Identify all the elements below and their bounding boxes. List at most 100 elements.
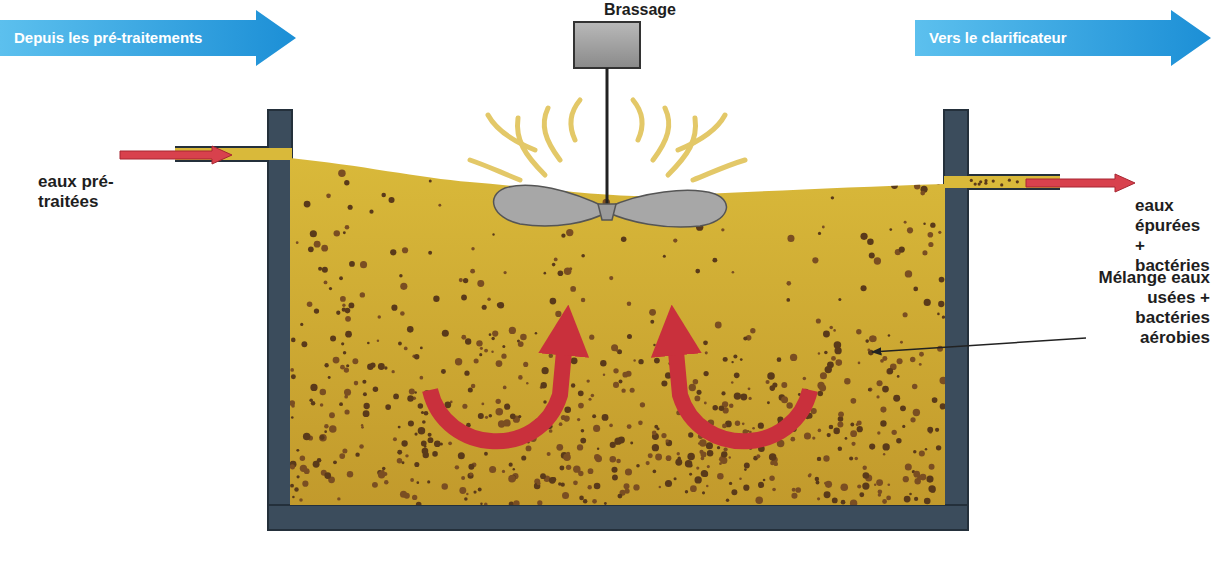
floc-dot	[329, 425, 336, 432]
floc-dot	[850, 430, 857, 437]
floc-dot	[748, 397, 751, 400]
floc-dot	[301, 341, 307, 347]
floc-dot	[330, 336, 336, 342]
floc-dot	[849, 457, 853, 461]
floc-dot	[735, 421, 740, 426]
floc-dot	[412, 495, 417, 500]
floc-dot	[510, 413, 516, 419]
floc-dot	[455, 358, 462, 365]
floc-dot	[861, 285, 867, 291]
floc-dot	[471, 247, 474, 250]
floc-dot	[767, 372, 775, 380]
floc-dot	[652, 444, 659, 451]
floc-dot	[974, 182, 977, 185]
floc-dot	[577, 418, 580, 421]
floc-dot	[442, 483, 448, 489]
circulation-arrow	[430, 330, 810, 441]
floc-dot	[384, 480, 389, 485]
floc-dot	[369, 210, 373, 214]
floc-dot	[617, 494, 622, 499]
floc-dot	[526, 445, 532, 451]
floc-dot	[523, 362, 528, 367]
floc-dot	[521, 455, 526, 460]
leader-line	[872, 338, 1086, 352]
floc-dot	[489, 333, 492, 336]
floc-dot	[812, 257, 818, 263]
floc-dot	[910, 417, 915, 422]
floc-dot	[401, 461, 404, 464]
floc-dot	[769, 453, 776, 460]
floc-dot	[320, 435, 325, 440]
floc-dot	[867, 348, 870, 351]
floc-dot	[719, 405, 725, 411]
banner-arrow-body	[915, 10, 1211, 66]
floc-dot	[654, 358, 660, 364]
floc-dot	[559, 422, 563, 426]
floc-dot	[593, 425, 600, 432]
floc-dot	[461, 476, 465, 480]
floc-dot	[744, 468, 747, 471]
floc-dot	[487, 297, 490, 300]
floc-dot	[886, 496, 891, 501]
floc-dot	[622, 372, 628, 378]
floc-dot	[480, 502, 483, 505]
floc-dot	[734, 392, 741, 399]
floc-dot	[465, 338, 471, 344]
floc-dot	[299, 498, 303, 502]
floc-dot	[743, 336, 747, 340]
floc-dot	[345, 225, 350, 230]
floc-dot	[932, 397, 938, 403]
splash-stroke	[678, 115, 725, 150]
floc-dot	[564, 268, 572, 276]
floc-dot	[468, 464, 474, 470]
floc-dot	[518, 415, 521, 418]
floc-dot	[688, 432, 693, 437]
floc-dot	[611, 467, 617, 473]
floc-dot	[381, 470, 384, 473]
floc-dot	[470, 269, 475, 274]
floc-dot	[653, 344, 655, 346]
floc-dot	[558, 170, 563, 175]
floc-dot	[913, 287, 918, 292]
floc-dot	[434, 440, 441, 447]
floc-dot	[587, 485, 591, 489]
floc-dot	[850, 423, 854, 427]
floc-dot	[414, 354, 419, 359]
floc-dot	[559, 465, 564, 470]
outlet-pipe-bottom	[968, 188, 1060, 190]
floc-dot	[422, 420, 426, 424]
floc-dot	[689, 473, 692, 476]
floc-dot	[340, 296, 346, 302]
floc-dot	[888, 334, 891, 337]
floc-dot	[693, 379, 699, 385]
floc-dot	[729, 482, 732, 485]
floc-dot	[940, 377, 948, 385]
floc-dot	[758, 423, 764, 429]
floc-dot	[862, 482, 869, 489]
floc-dot	[414, 432, 417, 435]
floc-dot	[685, 460, 692, 467]
floc-dot	[540, 473, 546, 479]
floc-dot	[478, 413, 484, 419]
floc-dot	[831, 196, 834, 199]
floc-dot	[856, 423, 859, 426]
floc-dot	[461, 335, 466, 340]
floc-dot	[588, 398, 591, 401]
floc-dot	[880, 407, 886, 413]
floc-dot	[740, 394, 747, 401]
floc-dot	[414, 462, 419, 467]
mixer-shaft	[606, 68, 609, 205]
propeller-blade	[607, 190, 726, 227]
floc-dot	[428, 251, 432, 255]
floc-dot	[489, 414, 493, 418]
floc-dot	[302, 481, 308, 487]
floc-dot	[341, 342, 344, 345]
floc-dot	[786, 298, 790, 302]
floc-dot	[772, 180, 777, 185]
floc-dot	[418, 427, 425, 434]
floc-dot	[938, 301, 944, 307]
floc-dot	[290, 484, 294, 488]
floc-dot	[333, 460, 337, 464]
floc-dot	[484, 349, 488, 353]
floc-dot	[769, 476, 774, 481]
